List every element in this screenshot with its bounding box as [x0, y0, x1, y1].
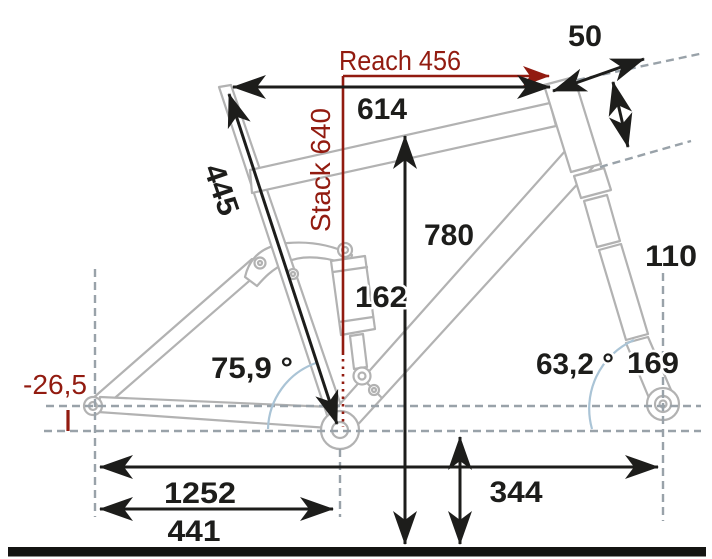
chainstay-label: 441 — [168, 515, 221, 548]
shock-shaft — [348, 332, 369, 371]
chainstay-tube — [96, 395, 333, 430]
rocker-pivot-rear-hole — [289, 270, 297, 278]
stack-label: Stack 640 — [305, 108, 336, 232]
head-tube-bottom-dashed — [599, 139, 692, 169]
head-tube-arrow — [608, 81, 633, 148]
head-tube-label: 110 — [645, 240, 697, 273]
fork-upper-leg — [582, 193, 622, 249]
head-angle-arc — [588, 338, 635, 430]
wheelbase-label: 1252 — [164, 477, 236, 510]
fork-crown — [572, 166, 613, 200]
spacer-arrow — [552, 57, 645, 93]
bb-height-label: 344 — [490, 476, 543, 509]
spacer-label: 50 — [568, 20, 602, 53]
seatstay-tube — [90, 257, 265, 412]
shock-body-line2 — [338, 315, 374, 324]
fork-mid-leg — [597, 242, 650, 342]
standover-label: 780 — [424, 219, 474, 252]
trail-label: 169 — [627, 347, 679, 380]
shock-lower-eyelet-hole — [357, 371, 367, 381]
seat-tube-arrow — [227, 93, 339, 425]
rocker-pivot-front-hole — [256, 259, 264, 267]
head-angle-label: 63,2 ° — [536, 348, 614, 381]
head-tube-top-dashed — [576, 51, 705, 82]
ground-line — [8, 547, 706, 557]
clevis-pivot-hole — [370, 386, 378, 394]
seat-angle-label: 75,9 ° — [211, 352, 293, 385]
labels: Reach 456 Stack 640 -26,5 614 445 780 16… — [23, 18, 700, 551]
reach-label: Reach 456 — [339, 45, 461, 76]
bb-drop-label: -26,5 — [23, 369, 87, 400]
shock-body-line — [332, 265, 369, 274]
measurement-arrows — [99, 57, 659, 545]
shock-label: 162 — [355, 281, 407, 314]
seat-tube-label: 445 — [197, 160, 245, 220]
top-tube-label: 614 — [357, 93, 407, 126]
